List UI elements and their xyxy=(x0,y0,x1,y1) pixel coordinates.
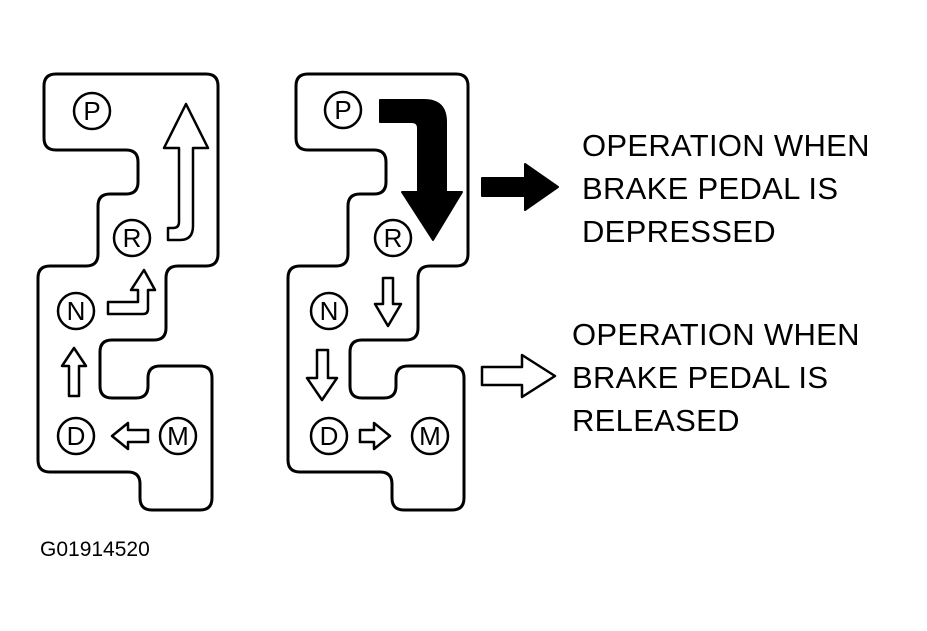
right-gate-position-m: M xyxy=(410,416,450,456)
depressed-caption-line-3: DEPRESSED xyxy=(582,214,776,249)
right-r-to-n-arrow-icon xyxy=(373,276,403,328)
right-n-to-d-arrow-icon xyxy=(305,348,339,402)
left-gate-position-p: P xyxy=(72,91,112,131)
svg-text:R: R xyxy=(123,223,142,253)
svg-text:M: M xyxy=(419,421,441,451)
right-gate-position-p: P xyxy=(323,90,363,130)
right-shift-gate: P R N D M xyxy=(286,72,470,512)
outline-arrow-right-icon xyxy=(480,353,557,399)
figure-code: G01914520 xyxy=(40,538,150,561)
right-d-to-m-arrow-icon xyxy=(358,421,392,451)
svg-text:D: D xyxy=(320,421,339,451)
depressed-caption-line-1: OPERATION WHEN xyxy=(582,128,870,163)
left-m-to-d-arrow-icon xyxy=(110,421,150,451)
left-n-to-r-bent-arrow-icon xyxy=(106,268,157,316)
right-gate-position-n: N xyxy=(309,291,349,331)
left-r-to-p-arrow-icon xyxy=(162,102,210,242)
left-shift-gate: P R N D M xyxy=(36,72,220,512)
legend-depressed: OPERATION WHEN BRAKE PEDAL IS DEPRESSED xyxy=(481,128,870,249)
left-gate-position-m: M xyxy=(158,416,198,456)
released-caption-line-3: RELEASED xyxy=(572,403,740,438)
svg-text:N: N xyxy=(320,296,339,326)
released-caption-line-1: OPERATION WHEN xyxy=(572,317,860,352)
right-gate-outline xyxy=(286,72,470,512)
right-gate-position-r: R xyxy=(373,218,413,258)
svg-text:M: M xyxy=(167,421,189,451)
depressed-caption-line-2: BRAKE PEDAL IS xyxy=(582,171,838,206)
released-caption-line-2: BRAKE PEDAL IS xyxy=(572,360,828,395)
svg-text:N: N xyxy=(67,296,86,326)
svg-text:P: P xyxy=(83,96,100,126)
svg-text:R: R xyxy=(384,223,403,253)
left-gate-position-r: R xyxy=(112,218,152,258)
right-gate-position-d: D xyxy=(309,416,349,456)
legend-released: OPERATION WHEN BRAKE PEDAL IS RELEASED xyxy=(480,317,860,438)
left-gate-position-d: D xyxy=(56,416,96,456)
svg-text:D: D xyxy=(67,421,86,451)
right-p-to-r-solid-arrow-icon xyxy=(379,99,463,241)
left-d-to-n-arrow-icon xyxy=(60,346,88,398)
solid-arrow-right-icon xyxy=(481,163,559,211)
left-gate-position-n: N xyxy=(56,291,96,331)
left-gate-outline xyxy=(36,72,220,512)
svg-text:P: P xyxy=(334,95,351,125)
